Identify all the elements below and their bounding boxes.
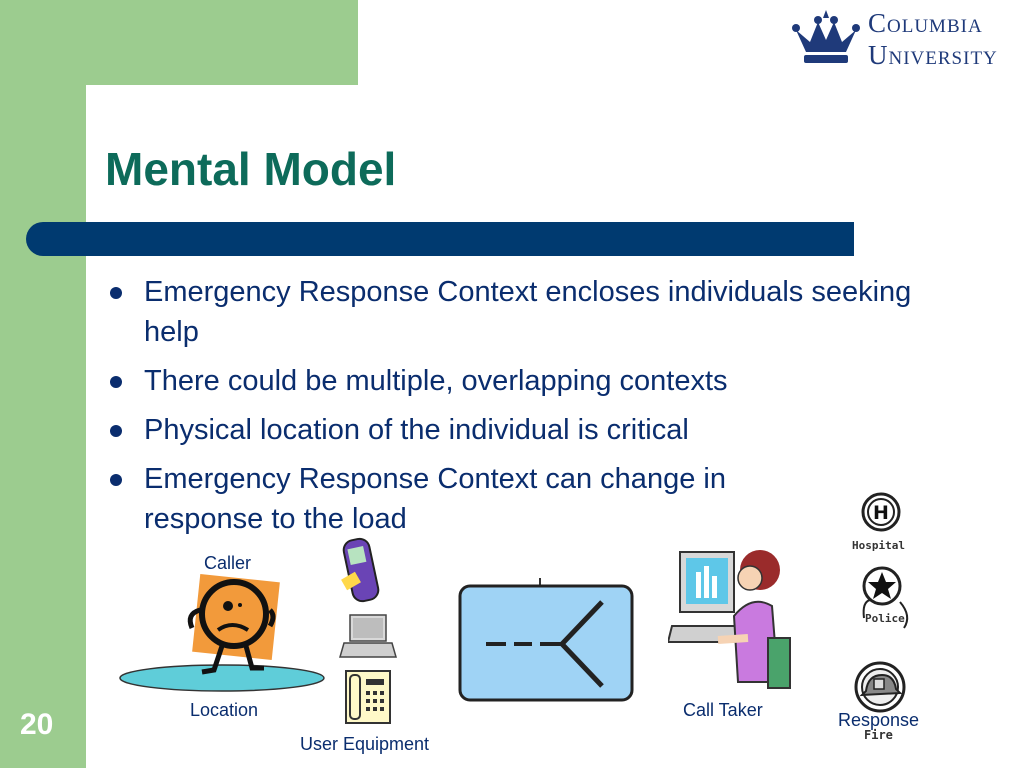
police-sign-icon — [862, 566, 909, 629]
slide-title: Mental Model — [105, 143, 397, 195]
title-underline-bar — [26, 222, 854, 256]
caller-label: Caller — [204, 553, 252, 573]
bullet-item: Emergency Response Context can change in… — [104, 459, 844, 539]
user-equipment-label: User Equipment — [300, 734, 430, 754]
columbia-logo: Columbia University — [790, 6, 1024, 74]
bullet-dot-icon — [110, 376, 122, 388]
green-side-band — [0, 0, 86, 768]
crown-icon — [792, 10, 860, 63]
fire-sign-label: Fire — [864, 728, 893, 742]
logo-line-1: Columbia — [868, 8, 983, 38]
content-corner — [86, 85, 146, 145]
routing-arrow-icon — [486, 600, 604, 688]
hospital-sign-label: Hospital — [852, 539, 905, 552]
fire-sign-icon — [854, 661, 906, 713]
computer-icon — [668, 551, 748, 643]
emergency-response-context-box — [458, 578, 634, 702]
bullet-dot-icon — [110, 287, 122, 299]
hospital-sign-mark: H — [873, 502, 889, 524]
logo-line-2: University — [868, 40, 998, 70]
bullet-item: Emergency Response Context encloses indi… — [104, 272, 944, 352]
call-taker-figure — [668, 550, 791, 689]
operator-person-icon — [717, 550, 791, 689]
user-equipment-stack — [339, 537, 397, 724]
location-label: Location — [190, 700, 259, 720]
laptop-icon — [339, 614, 397, 658]
bullet-list: Emergency Response Context encloses indi… — [104, 272, 944, 548]
location-ellipse — [119, 664, 325, 692]
bullet-dot-icon — [110, 425, 122, 437]
bullet-item: Physical location of the individual is c… — [104, 410, 944, 450]
page-number: 20 — [20, 708, 54, 741]
response-label: Response — [838, 710, 920, 730]
call-taker-label: Call Taker — [683, 700, 763, 720]
bullet-item: There could be multiple, overlapping con… — [104, 361, 944, 401]
desk-phone-icon — [345, 670, 391, 724]
hospital-sign-icon: H — [861, 492, 901, 532]
caller-figure — [119, 574, 325, 692]
mobile-phone-icon — [341, 537, 380, 603]
caller-person-icon — [187, 574, 280, 675]
police-sign-label: Police — [865, 612, 905, 625]
bullet-dot-icon — [110, 474, 122, 486]
